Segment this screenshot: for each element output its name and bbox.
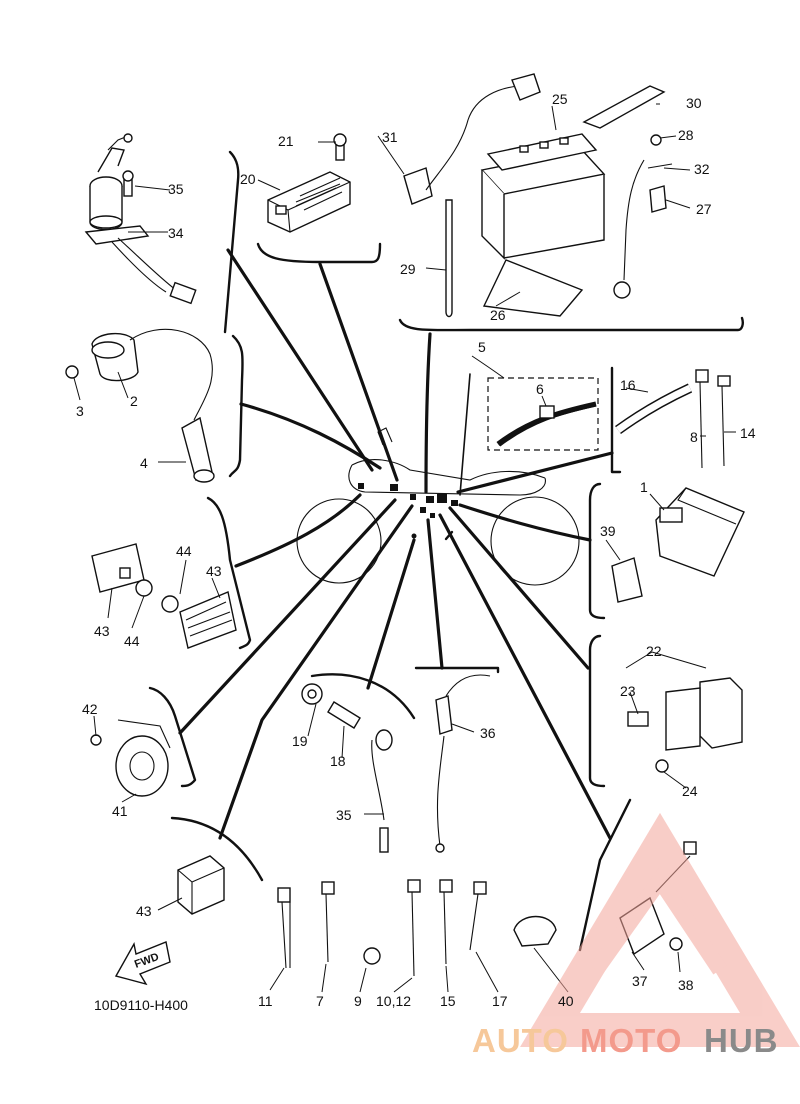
part-label-5: 5	[478, 339, 486, 355]
part-label-29: 30	[686, 95, 702, 111]
part-label-41: 42	[82, 701, 98, 717]
relay-21	[627, 677, 743, 773]
part-label-27: 28	[678, 127, 694, 143]
ties-upper-right	[615, 369, 731, 469]
part-label-43-bottom: 43	[94, 623, 110, 639]
diagram-reference-code: 10D9110-H400	[94, 997, 188, 1013]
leader-lines	[73, 103, 736, 993]
part-label-6: 6	[536, 381, 544, 397]
part-label-21: 22	[646, 643, 662, 659]
part-label-22: 23	[620, 683, 636, 699]
main-switch-assembly	[84, 133, 197, 305]
part-label-7: 7	[316, 993, 324, 1009]
part-label-23: 24	[682, 783, 698, 799]
watermark-logo-icon	[520, 812, 800, 1047]
motorcycle-silhouette	[296, 427, 580, 586]
part-label-3: 3	[76, 403, 84, 419]
part-label-36: 37	[632, 973, 648, 989]
part-label-17: 18	[330, 753, 346, 769]
part-label-1: 1	[640, 479, 648, 495]
rectifier-regulator	[267, 133, 351, 233]
watermark-text-auto: AUTO	[472, 1022, 569, 1059]
part-label-24: 25	[552, 91, 568, 107]
part-label-35: 36	[480, 725, 496, 741]
part-label-30: 31	[382, 129, 398, 145]
neutral-switch	[301, 683, 393, 853]
battery-group	[403, 73, 673, 318]
part-label-31: 32	[694, 161, 710, 177]
part-label-44-top: 44	[176, 543, 192, 559]
sensor-35	[435, 674, 491, 853]
part-label-16: 17	[492, 993, 508, 1009]
group-brackets	[148, 150, 744, 952]
wire-harness	[487, 377, 599, 451]
part-label-8: 8	[690, 429, 698, 445]
part-label-14: 15	[440, 993, 456, 1009]
ignition-coil	[65, 328, 215, 483]
routing-lines	[178, 248, 614, 840]
watermark-text-moto: MOTO	[580, 1022, 682, 1059]
part-label-19: 20	[240, 171, 256, 187]
reflectors	[91, 543, 237, 649]
horn	[90, 719, 171, 797]
fwd-arrow-icon: FWD	[114, 941, 171, 986]
part-label-37: 38	[678, 977, 694, 993]
part-label-13: 14	[740, 425, 756, 441]
watermark-text-hub: HUB	[704, 1022, 779, 1059]
part-label-4: 4	[140, 455, 148, 471]
part-label-15: 16	[620, 377, 636, 393]
part-label-10-12: 10,12	[376, 993, 411, 1009]
part-label-2: 2	[130, 393, 138, 409]
part-label-34: 35	[336, 807, 352, 823]
watermark-wordmark: AUTO MOTO HUB	[472, 1022, 779, 1059]
part-label-20: 21	[278, 133, 294, 149]
flasher-relay	[177, 855, 225, 915]
part-label-26: 27	[696, 201, 712, 217]
part-label-9: 9	[354, 993, 362, 1009]
part-label-42: 43	[136, 903, 152, 919]
part-label-11: 11	[258, 993, 273, 1009]
part-label-32: 34	[168, 225, 184, 241]
part-label-33: 35	[168, 181, 184, 197]
part-label-43-top: 43	[206, 563, 222, 579]
part-number-labels: 35 34 21 20 31 25 30 28 32 27 29 26 2 3 …	[76, 91, 756, 1009]
part-label-18: 19	[292, 733, 308, 749]
part-label-39: 40	[558, 993, 574, 1009]
part-label-44-bottom: 44	[124, 633, 140, 649]
part-label-40: 41	[112, 803, 128, 819]
cdi-unit	[611, 487, 745, 603]
part-label-28: 29	[400, 261, 416, 277]
part-label-25: 26	[490, 307, 506, 323]
ties-lower-row	[277, 879, 557, 977]
part-label-38: 39	[600, 523, 616, 539]
